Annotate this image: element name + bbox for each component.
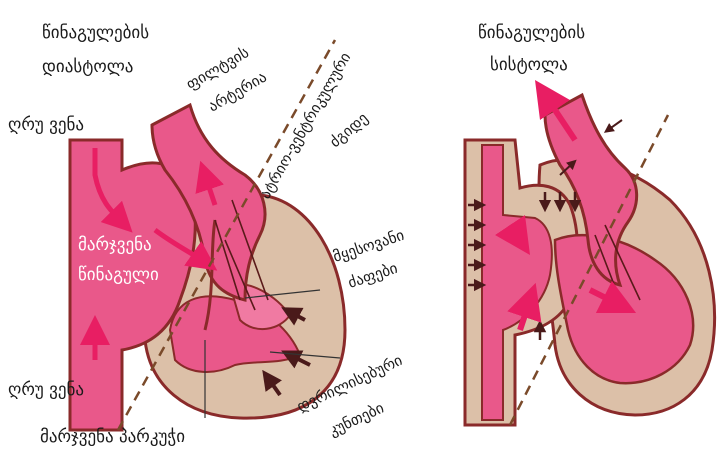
muscles-label-line1: მყესოვანი [331,226,407,266]
right-title-line1: წინაგულების [478,23,585,43]
muscles-label-line2: ძაფები [346,259,400,292]
left-title-line2: დიასტოლა [42,57,133,77]
atrium-label-line1: მარჯვენა [78,235,152,255]
atrium-label-line2: წინაგული [78,265,159,285]
ventricle-label: მარჯვენა პარკუჭი [40,427,185,447]
vein-top-label: ღრუ ვენა [8,115,84,135]
left-title-line1: წინაგულების [42,23,149,43]
valves-label-line2: კუნთები [326,398,387,439]
right-heart [465,95,715,425]
septum-label-line2: ძგიდე [326,109,371,151]
right-title-line2: სისტოლა [490,55,568,75]
vein-bottom-label: ღრუ ვენა [8,380,84,400]
valve-arrow-1 [608,120,622,130]
